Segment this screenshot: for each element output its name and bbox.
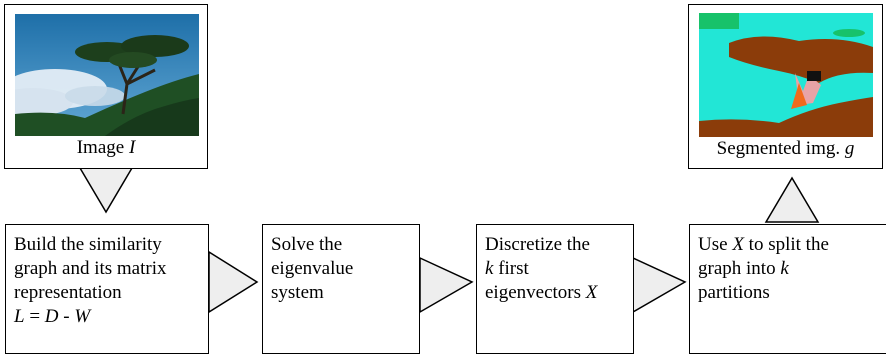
step4-line1: Use X to split the — [698, 234, 829, 255]
step4-line2: graph into k — [698, 258, 789, 279]
arrow-step2-to-step3 — [419, 256, 474, 314]
arrow-step3-to-step4 — [632, 256, 687, 314]
input-photo — [15, 14, 199, 136]
step-split-graph-partitions: Use X to split the graph into k partitio… — [689, 224, 886, 354]
step4-line3: partitions — [698, 282, 770, 303]
arrow-step1-to-step2 — [208, 250, 259, 314]
step2-line2: eigenvalue — [271, 258, 354, 279]
step-solve-eigenvalue-system: Solve the eigenvalue system — [262, 224, 420, 354]
input-image-frame: Image I — [4, 4, 208, 169]
step1-line3: representation — [14, 282, 122, 303]
step2-line3: system — [271, 282, 324, 303]
step1-line1: Build the similarity — [14, 234, 162, 255]
arrow-input-down — [78, 167, 134, 214]
arrow-output-up — [764, 176, 820, 223]
step3-line1: Discretize the — [485, 234, 590, 255]
output-image-frame: Segmented img. g — [688, 4, 883, 169]
step-build-similarity-graph: Build the similarity graph and its matri… — [5, 224, 209, 354]
input-image-caption: Image I — [76, 137, 136, 158]
step3-line3: eigenvectors X — [485, 282, 598, 303]
segmented-photo — [699, 13, 873, 137]
step-discretize-eigenvectors: Discretize the k first eigenvectors X — [476, 224, 634, 354]
step1-formula: L = D - W — [14, 306, 91, 327]
step1-line2: graph and its matrix — [14, 258, 167, 279]
step2-line1: Solve the — [271, 234, 343, 255]
step3-line2: k first — [485, 258, 529, 279]
output-image-caption: Segmented img. g — [716, 138, 855, 159]
